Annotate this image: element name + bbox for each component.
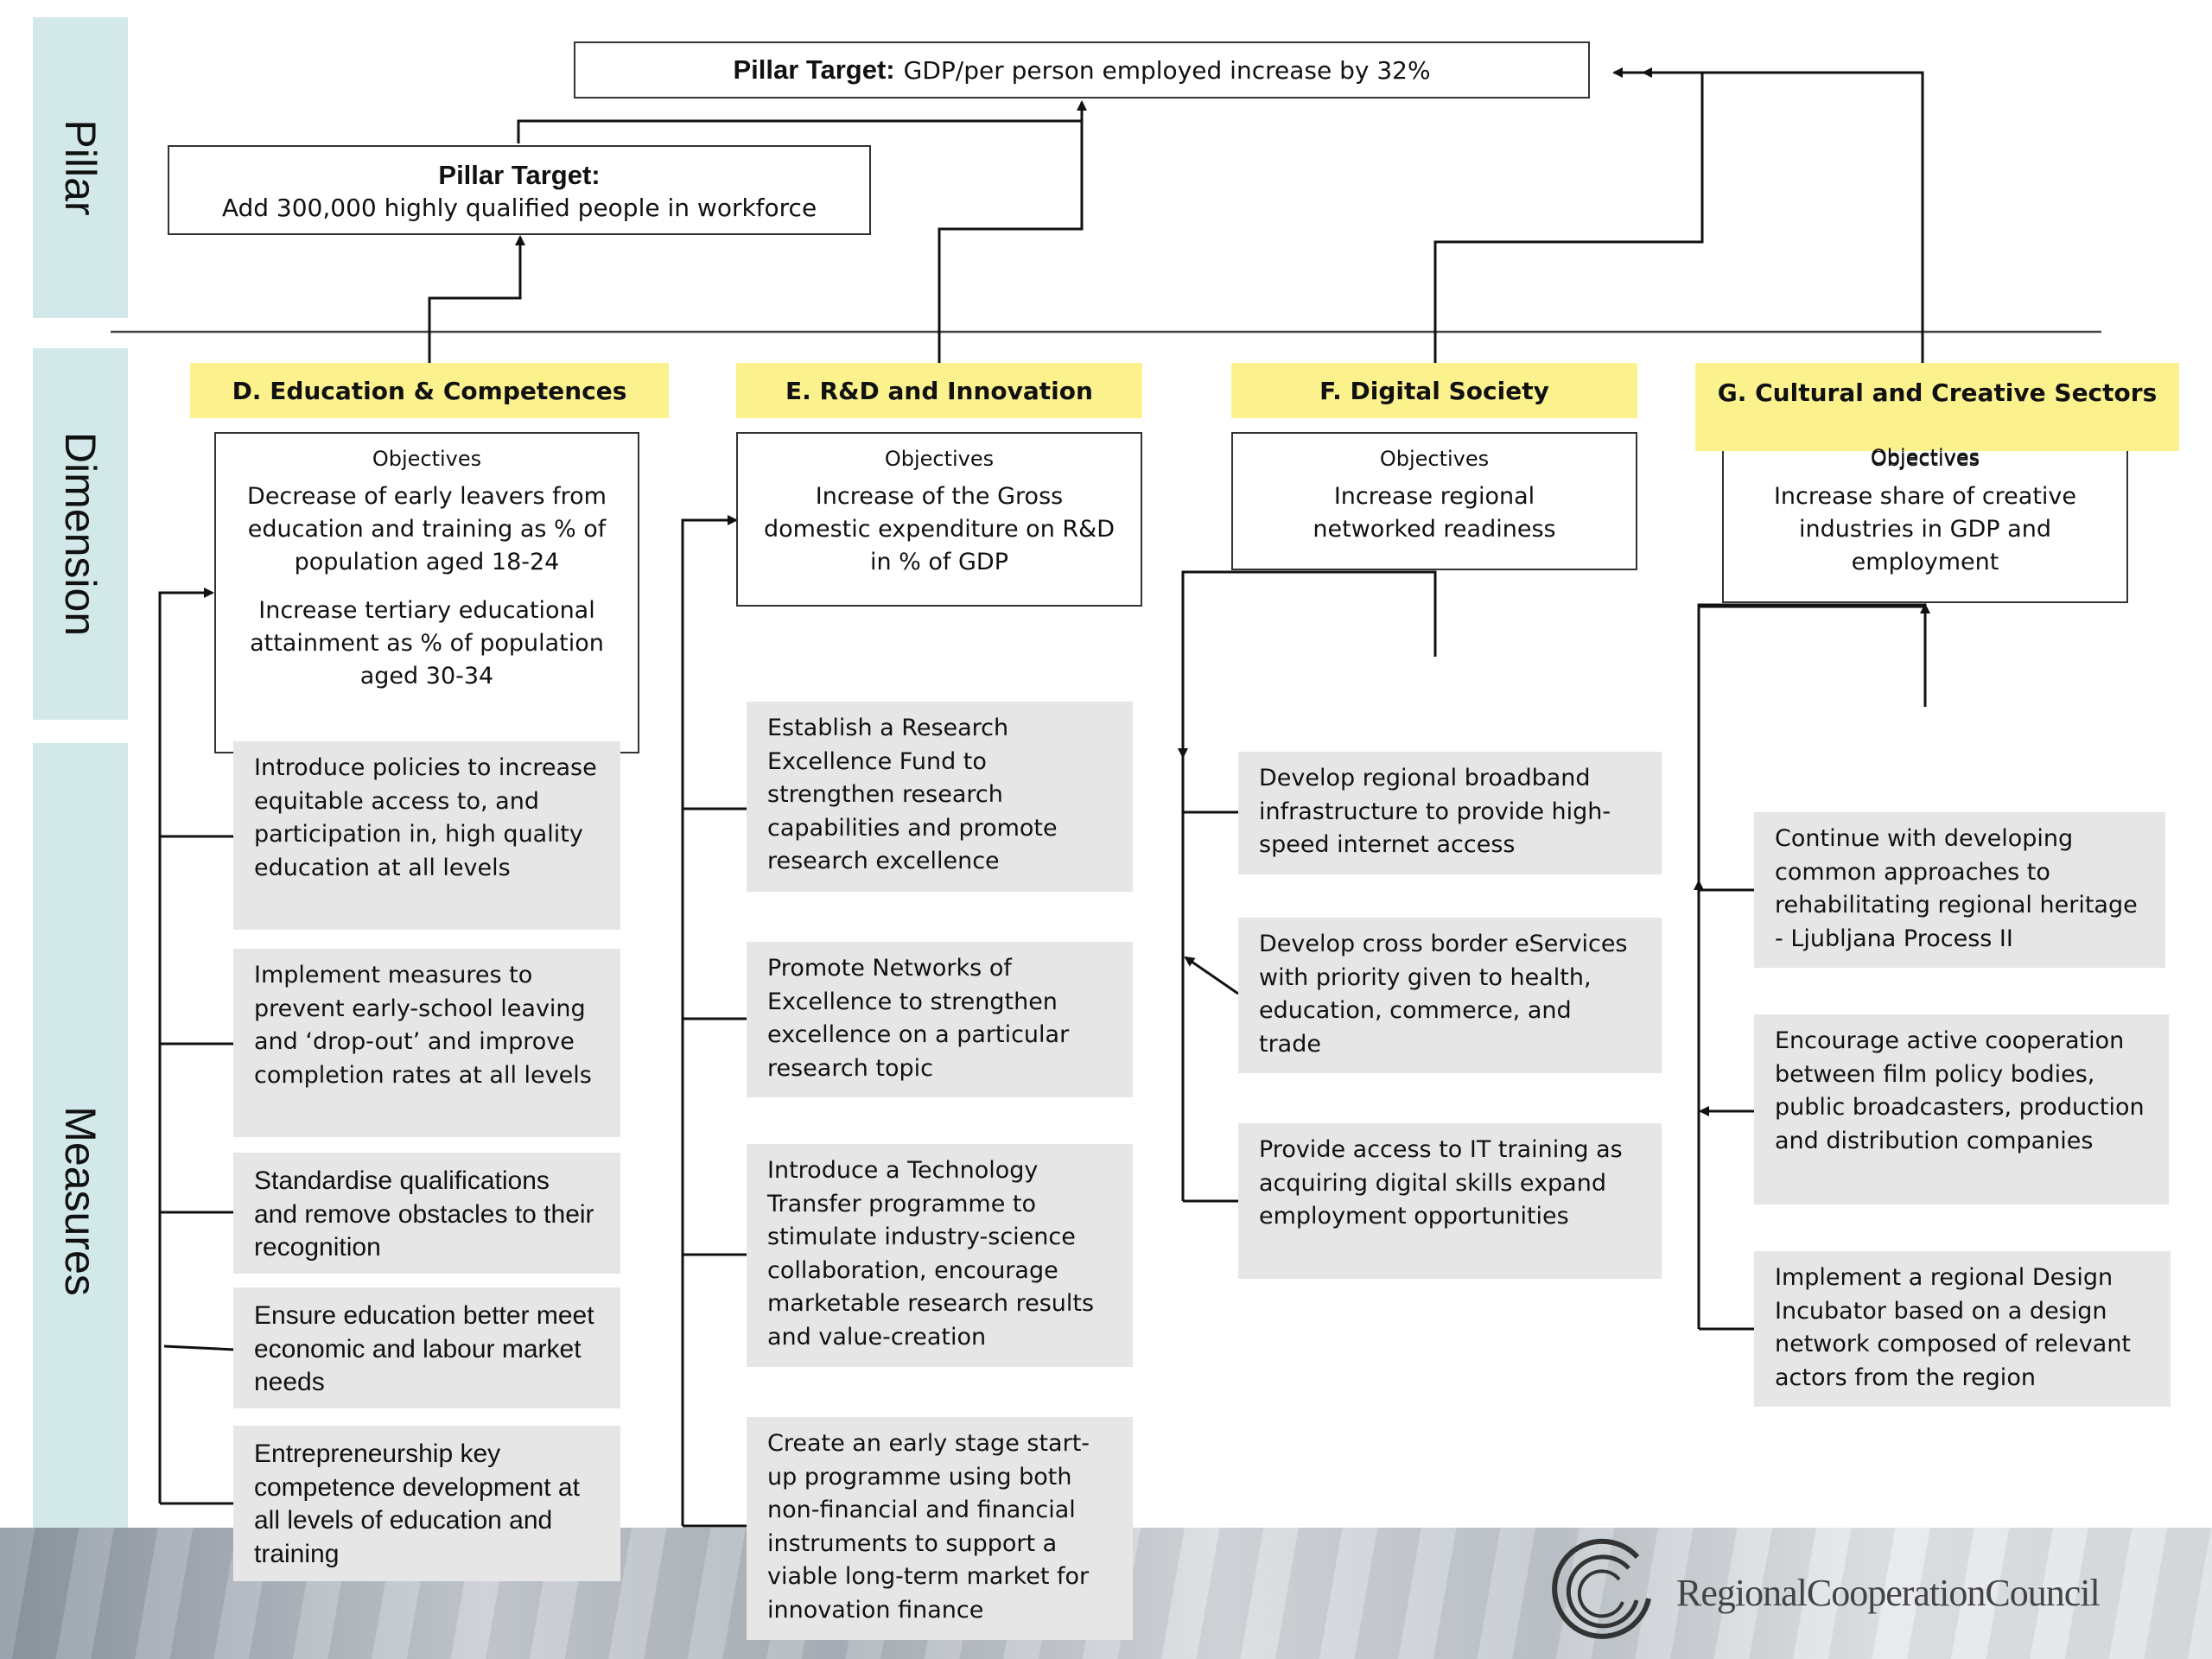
objective-item: Increase of the Gross domestic expenditu… <box>764 483 1115 575</box>
measure-box: Develop cross border eServices with prio… <box>1238 918 1662 1073</box>
measure-box: Provide access to IT training as acquiri… <box>1238 1123 1662 1279</box>
measure-box: Standardise qualifications and remove ob… <box>233 1153 620 1274</box>
objectives-digital: Objectives Increase regional networked r… <box>1231 432 1637 570</box>
measure-box: Create an early stage start-up programme… <box>747 1417 1133 1640</box>
objective-item: Increase regional networked readiness <box>1313 483 1556 543</box>
objectives-heading: Objectives <box>1379 447 1490 471</box>
measure-box: Establish a Research Excellence Fund to … <box>747 702 1133 892</box>
measure-box: Introduce a Technology Transfer programm… <box>747 1144 1133 1367</box>
objective-item: Increase share of creative industries in… <box>1773 483 2077 575</box>
measures-band: Measures <box>33 743 128 1659</box>
dimension-band: Dimension <box>33 348 128 720</box>
pillar-target-main-label: Pillar Target: <box>733 54 895 85</box>
objective-item: Decrease of early leavers from education… <box>247 483 607 575</box>
objectives-cultural: Objectives Increase share of creative in… <box>1722 432 2128 603</box>
objectives-rd: Objectives Increase of the Gross domesti… <box>736 432 1142 607</box>
measure-box: Entrepreneurship key competence developm… <box>233 1426 620 1581</box>
pillar-band: Pillar <box>33 17 128 318</box>
pillar-target-workforce-label: Pillar Target: <box>438 160 601 190</box>
pillar-target-main-text: GDP/per person employed increase by 32% <box>903 55 1431 85</box>
pillar-target-workforce-text: Add 300,000 highly qualified people in w… <box>221 194 817 222</box>
pillar-target-workforce: Pillar Target: Add 300,000 highly qualif… <box>168 145 871 235</box>
objectives-education: Objectives Decrease of early leavers fro… <box>214 432 639 753</box>
logo-text: RegionalCooperationCouncil <box>1676 1572 2101 1614</box>
measure-box: Implement a regional Design Incubator ba… <box>1754 1251 2171 1407</box>
pillar-target-main: Pillar Target: GDP/per person employed i… <box>574 41 1590 99</box>
dimension-header-rd: E. R&D and Innovation <box>736 363 1142 418</box>
objectives-heading: Objectives <box>1870 445 1980 469</box>
objective-item: Increase tertiary educational attainment… <box>250 597 604 690</box>
dimension-header-education: D. Education & Competences <box>190 363 669 418</box>
measure-box: Ensure education better meet economic an… <box>233 1287 620 1408</box>
measure-box: Continue with developing common approach… <box>1754 812 2165 968</box>
dimension-header-cultural: G. Cultural and Creative Sectors <box>1695 363 2179 451</box>
measure-box: Promote Networks of Excellence to streng… <box>747 942 1133 1097</box>
dimension-header-digital: F. Digital Society <box>1231 363 1637 418</box>
objectives-heading: Objectives <box>372 447 482 471</box>
logo-swirl-icon <box>1552 1538 1651 1639</box>
objectives-heading: Objectives <box>884 447 995 471</box>
measure-box: Implement measures to prevent early-scho… <box>233 949 620 1137</box>
logo: RegionalCooperationCouncil <box>1547 1538 2117 1642</box>
measure-box: Introduce policies to increase equitable… <box>233 741 620 930</box>
measure-box: Develop regional broadband infrastructur… <box>1238 752 1662 874</box>
measure-box: Encourage active cooperation between fil… <box>1754 1014 2169 1205</box>
